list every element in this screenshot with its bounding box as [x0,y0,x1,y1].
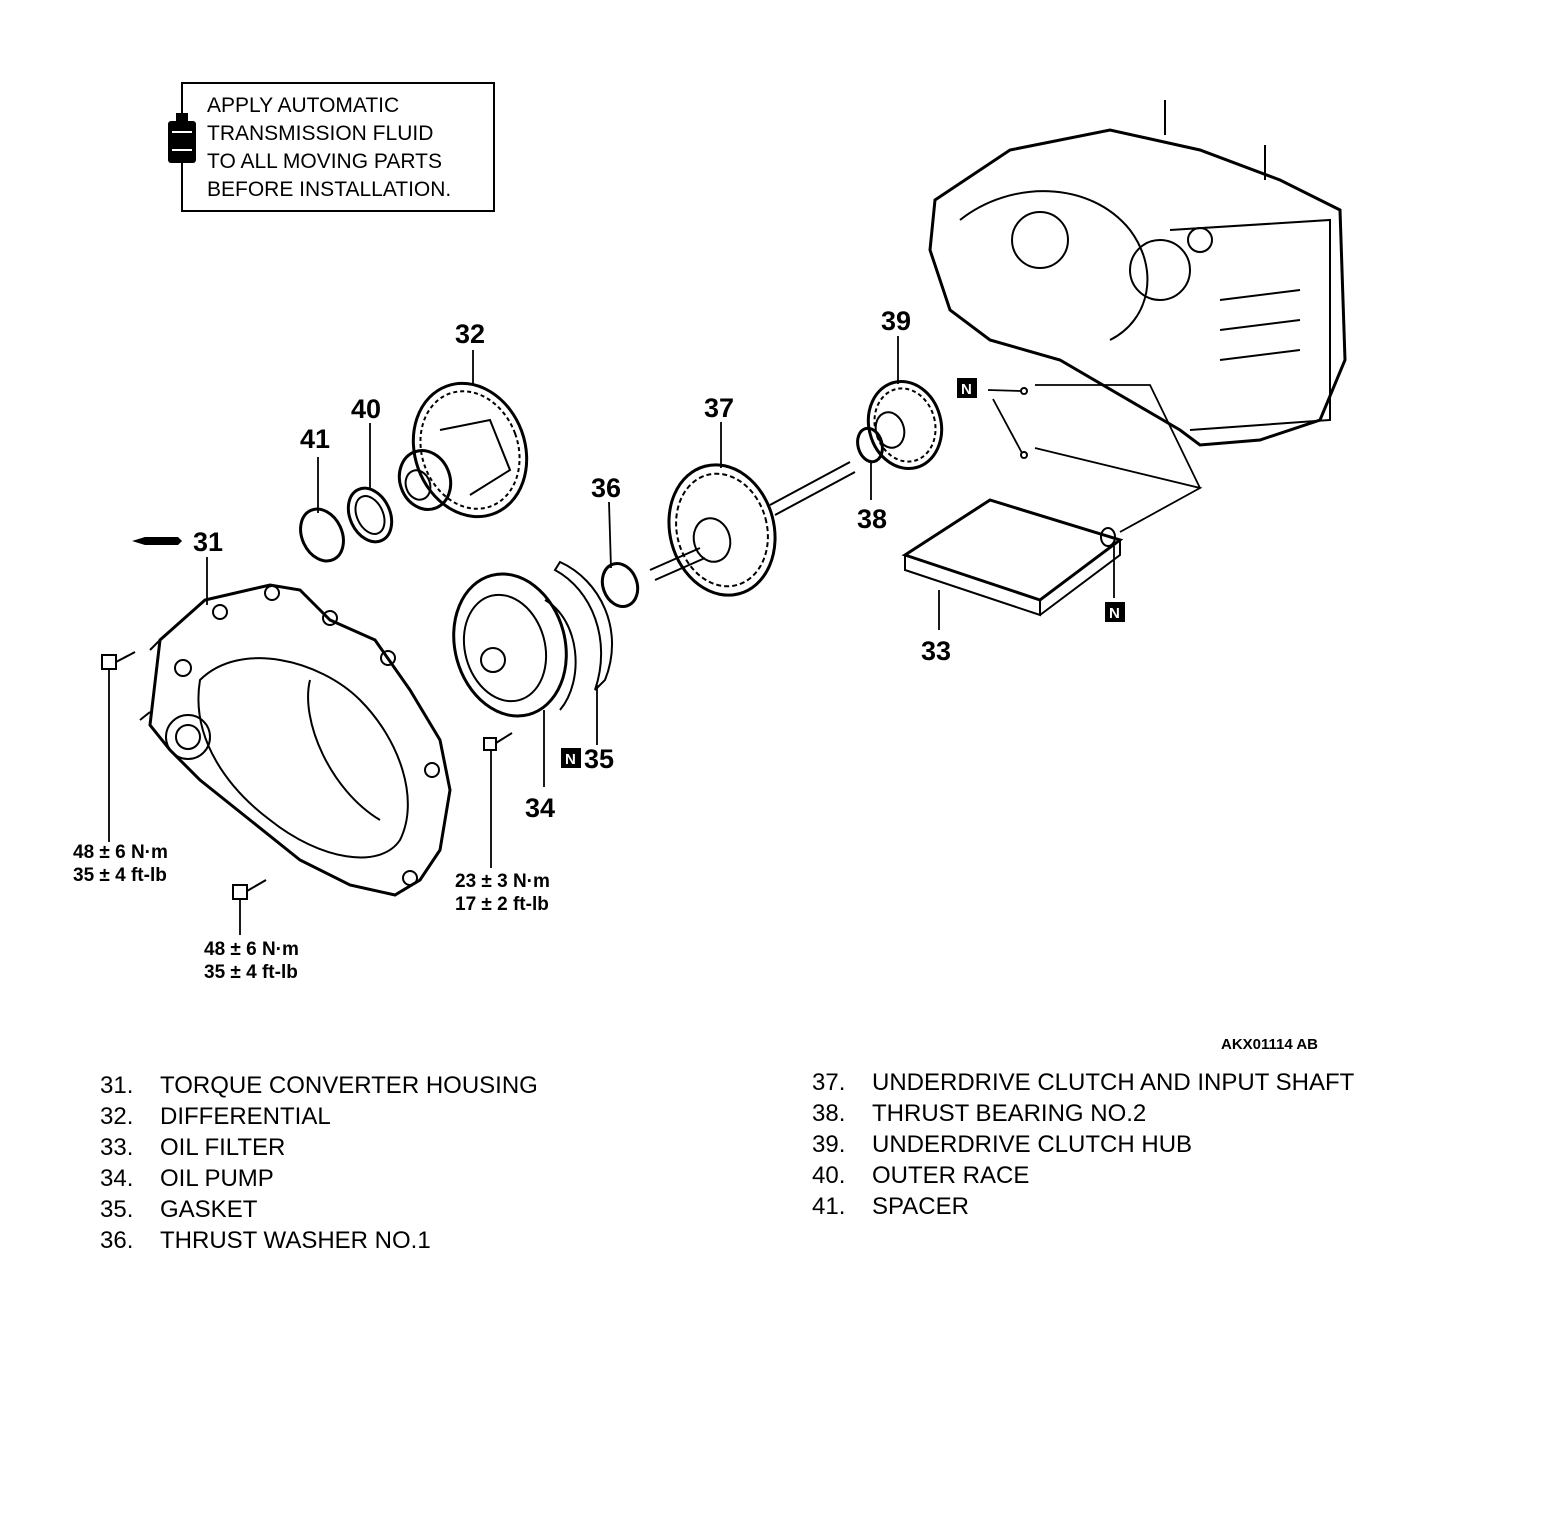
callout-34: 34 [525,793,555,823]
legend-label: THRUST BEARING NO.2 [872,1100,1147,1127]
legend-label: UNDERDRIVE CLUTCH HUB [872,1131,1193,1158]
oil-pump [452,572,577,718]
legend-label: OIL FILTER [160,1134,286,1161]
legend-item: 39. UNDERDRIVE CLUTCH HUB [812,1129,1354,1160]
fluid-note: APPLY AUTOMATIC TRANSMISSION FLUID TO AL… [168,82,495,212]
callout-33: 33 [921,636,951,666]
svg-text:N: N [961,381,972,398]
oil-filter [901,498,1124,617]
callout-39: 39 [881,306,911,336]
figure-code: AKX01114 AB [1221,1036,1318,1053]
note-line-3: TO ALL MOVING PARTS [207,150,442,173]
legend-item: 31. TORQUE CONVERTER HOUSING [100,1070,538,1101]
torque-pump-nm: 23 ± 3 N·m [455,871,550,892]
case-o-ring-2 [1020,451,1028,459]
case-o-ring-1 [1020,387,1028,395]
callout-31: 31 [193,527,223,557]
sealant-tube-icon [132,537,182,545]
legend-label: GASKET [160,1196,258,1223]
legend-num: 41. [812,1193,846,1220]
n-marker-gasket: N [561,748,581,768]
torque-housing-left-ftlb: 35 ± 4 ft-lb [73,865,167,886]
legend-left: 31. TORQUE CONVERTER HOUSING 32. DIFFERENT… [100,1070,538,1256]
spacer [299,507,345,563]
legend-num: 32. [100,1103,134,1130]
legend-label: DIFFERENTIAL [160,1103,331,1130]
legend-num: 33. [100,1134,134,1161]
pump-bolt [483,732,513,751]
legend-num: 34. [100,1165,134,1192]
svg-text:N: N [565,751,576,768]
legend-item: 33. OIL FILTER [100,1132,538,1163]
underdrive-clutch-hub [866,379,944,471]
legend-label: OIL PUMP [160,1165,274,1192]
callout-40: 40 [351,394,381,424]
callout-37: 37 [704,393,734,423]
torque-housing-bottom-ftlb: 35 ± 4 ft-lb [204,962,298,983]
legend-item: 40. OUTER RACE [812,1160,1354,1191]
legend-num: 39. [812,1131,846,1158]
legend-item: 37. UNDERDRIVE CLUTCH AND INPUT SHAFT [812,1067,1354,1098]
legend-label: UNDERDRIVE CLUTCH AND INPUT SHAFT [872,1069,1355,1096]
legend-item: 36. THRUST WASHER NO.1 [100,1225,538,1256]
legend-num: 36. [100,1227,134,1254]
legend-right: 37. UNDERDRIVE CLUTCH AND INPUT SHAFT 38.… [812,1067,1354,1222]
legend-label: TORQUE CONVERTER HOUSING [160,1072,538,1099]
callout-35: 35 [584,744,614,774]
leader-lines [108,336,1203,935]
callout-36: 36 [591,473,621,503]
legend-num: 31. [100,1072,134,1099]
differential [397,381,529,519]
torque-housing-left-nm: 48 ± 6 N·m [73,842,168,863]
note-line-1: APPLY AUTOMATIC [207,94,399,117]
note-line-4: BEFORE INSTALLATION. [207,178,451,201]
filter-o-ring [1100,527,1116,547]
svg-text:N: N [1109,605,1120,622]
housing-bolt-left [101,651,136,670]
outer-race [346,486,394,544]
legend-num: 38. [812,1100,846,1127]
legend-item: 35. GASKET [100,1194,538,1225]
n-marker-case: N [957,378,977,398]
legend-item: 32. DIFFERENTIAL [100,1101,538,1132]
torque-housing-bottom-nm: 48 ± 6 N·m [204,939,299,960]
n-marker-filter: N [1105,602,1125,622]
callout-41: 41 [300,424,330,454]
legend-num: 35. [100,1196,134,1223]
callout-32: 32 [455,319,485,349]
legend-item: 34. OIL PUMP [100,1163,538,1194]
housing-bolt-bottom [232,879,267,900]
exploded-view-diagram: APPLY AUTOMATIC TRANSMISSION FLUID TO AL… [73,82,1347,1053]
transaxle-case [928,100,1347,447]
legend-num: 37. [812,1069,846,1096]
legend-label: SPACER [872,1193,969,1220]
gasket [553,560,614,691]
legend-item: 41. SPACER [812,1191,1354,1222]
callout-38: 38 [857,504,887,534]
fluid-bottle-icon [168,88,196,206]
legend-num: 40. [812,1162,846,1189]
legend-item: 38. THRUST BEARING NO.2 [812,1098,1354,1129]
thrust-washer [600,562,640,608]
note-line-2: TRANSMISSION FLUID [207,122,433,145]
torque-converter-housing [139,583,452,897]
legend-label: THRUST WASHER NO.1 [160,1227,431,1254]
underdrive-clutch-input-shaft [649,461,856,597]
torque-pump-ftlb: 17 ± 2 ft-lb [455,894,549,915]
legend-label: OUTER RACE [872,1162,1030,1189]
